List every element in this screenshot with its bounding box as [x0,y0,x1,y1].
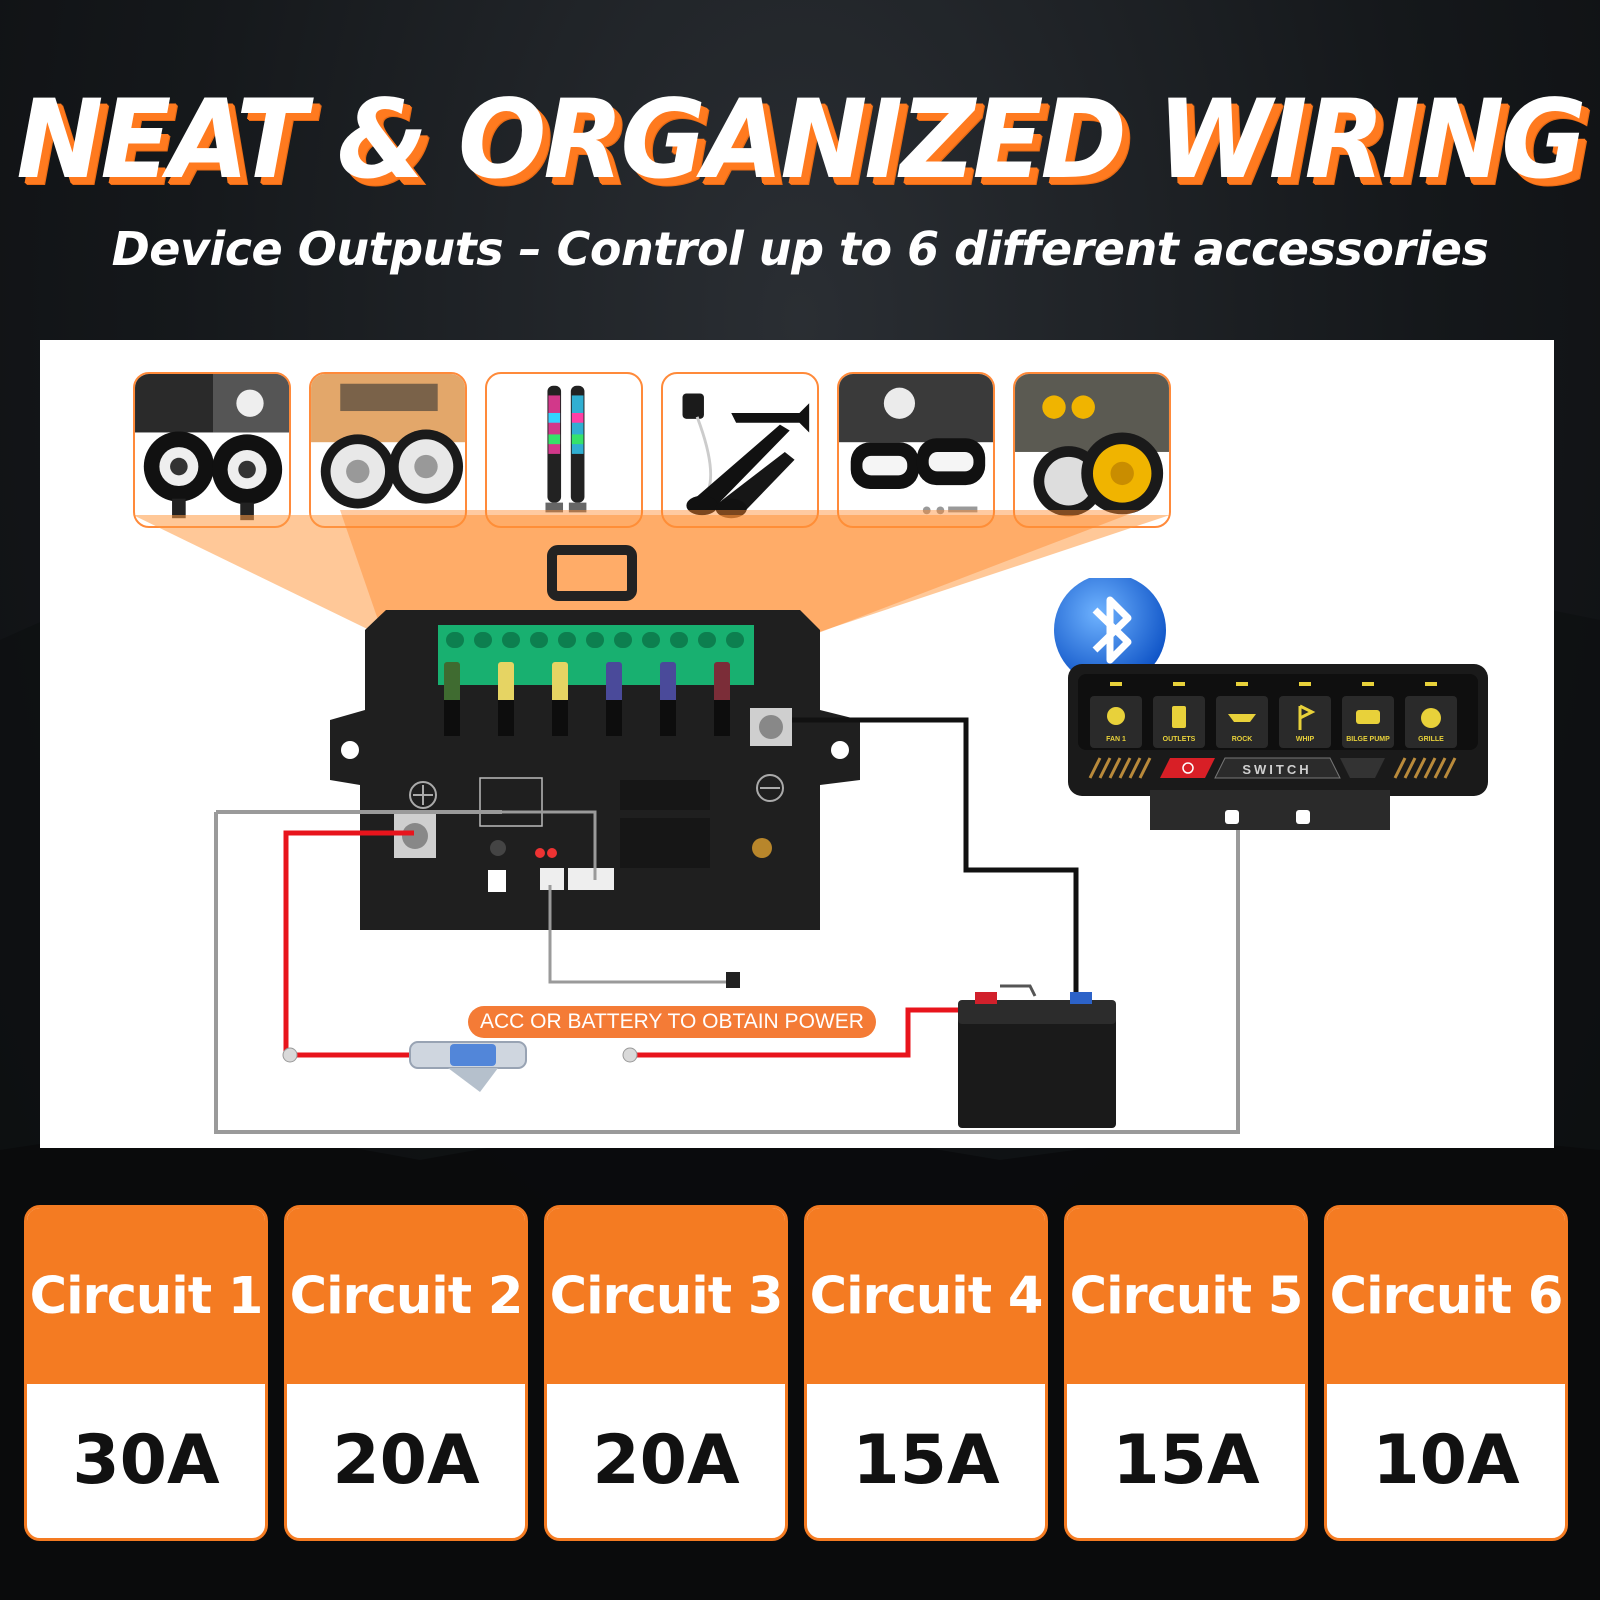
whip-lights-icon [545,385,587,513]
circuit-card-3: Circuit 3 20A [544,1205,788,1541]
circuit-name: Circuit 1 [27,1208,265,1384]
air-horn-icon [682,393,810,519]
circuit-card-2: Circuit 2 20A [284,1205,528,1541]
circuit-card-6: Circuit 6 10A [1324,1205,1568,1541]
circuit-rating: 20A [592,1421,740,1500]
switch-brand-label: SWITCH [1242,762,1311,777]
circuit-name: Circuit 2 [287,1208,525,1384]
circuit-ratings: Circuit 1 30A Circuit 2 20A Circuit 3 20… [24,1205,1576,1541]
led-pods-thumbnail [837,372,995,528]
circuit-name: Circuit 4 [807,1208,1045,1384]
circuit-name: Circuit 5 [1067,1208,1305,1384]
circuit-card-5: Circuit 5 15A [1064,1205,1308,1541]
switch-label-1: FAN 1 [1106,736,1126,743]
switch-label-2: OUTLETS [1163,736,1196,743]
circuit-card-4: Circuit 4 15A [804,1205,1048,1541]
bluetooth-icon [1054,578,1166,686]
circuit-rating: 20A [332,1421,480,1500]
power-button[interactable] [1160,758,1215,778]
switch-label-6: GRILLE [1418,736,1444,743]
page-title: NEAT & ORGANIZED WIRING [16,74,1586,204]
whip-lights-thumbnail [485,372,643,528]
circuit-rating: 10A [1372,1421,1520,1500]
circuit-name: Circuit 3 [547,1208,785,1384]
wiring-diagram-panel: ACC OR BATTERY TO OBTAIN POWER [40,340,1554,1148]
circuit-rating: 15A [1112,1421,1260,1500]
circuit-name: Circuit 6 [1327,1208,1565,1384]
air-horn-thumbnail [661,372,819,528]
switch-label-3: ROCK [1232,736,1253,743]
power-source-label: ACC OR BATTERY TO OBTAIN POWER [468,1006,876,1038]
round-lights-thumbnail [309,372,467,528]
switch-button-icons [1107,704,1441,730]
switch-panel: FAN 1 OUTLETS ROCK WHIP BILGE PUMP GRILL… [1054,578,1488,830]
fog-lights-icon [1015,374,1169,517]
brightness-button[interactable] [1340,758,1385,778]
pod-lights-icon [135,374,289,521]
round-lights-icon [311,374,465,509]
circuit-rating: 15A [852,1421,1000,1500]
circuit-rating: 30A [72,1421,220,1500]
wiring-schematic [133,510,1240,1134]
fog-lights-thumbnail [1013,372,1171,528]
pod-lights-thumbnail [133,372,291,528]
circuit-card-1: Circuit 1 30A [24,1205,268,1541]
led-pods-icon [839,374,993,515]
switch-label-4: WHIP [1296,736,1315,743]
page-subtitle: Device Outputs – Control up to 6 differe… [111,222,1489,276]
switch-label-5: BILGE PUMP [1346,736,1390,743]
